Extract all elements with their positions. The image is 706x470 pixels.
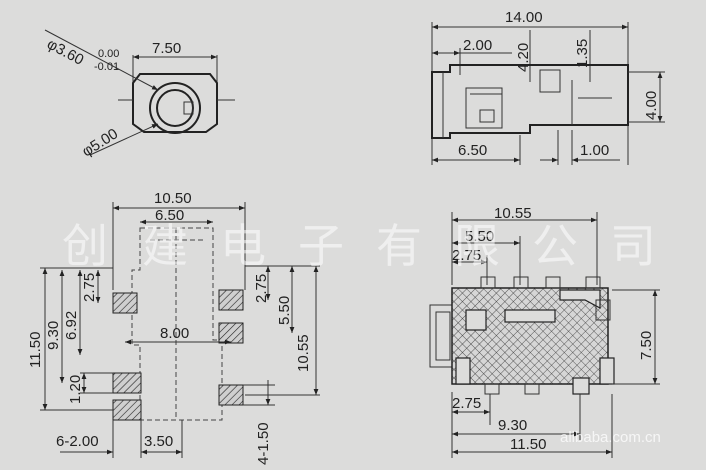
watermark-char-6: 限 xyxy=(454,219,500,273)
pad-bottom-right xyxy=(218,384,244,406)
fp-dim-1055-label: 10.55 xyxy=(295,334,312,372)
fp-dim-350-label: 3.50 xyxy=(144,433,173,450)
top-height-label: 7.50 xyxy=(638,331,655,360)
side-view: 14.00 2.00 4.20 1.35 4.00 6.50 1.00 xyxy=(431,9,665,165)
fp-dim-275-left-label: 2.75 xyxy=(81,273,98,302)
hole-dia-tol-lower: -0.01 xyxy=(94,61,119,73)
side-dim-420-label: 4.20 xyxy=(515,43,532,72)
top-length-label: 10.55 xyxy=(494,205,532,222)
fp-center-label: 8.00 xyxy=(160,325,189,342)
front-view: 7.50 φ3.60 0.00 -0.01 φ5.00 xyxy=(44,29,235,160)
fp-width-label: 10.50 xyxy=(154,190,192,207)
side-dim-100-label: 1.00 xyxy=(580,142,609,159)
top-dim-550-label: 5.50 xyxy=(465,228,494,245)
top-dim-275-top-label: 2.75 xyxy=(452,247,481,264)
watermark-char-1: 创 xyxy=(62,219,108,273)
watermark-char-3: 电 xyxy=(220,219,266,273)
fp-dim-1150-label: 11.50 xyxy=(27,332,44,368)
top-dim-1150-label: 11.50 xyxy=(510,436,546,453)
company-watermark: 创 建 电 子 有 限 公 司 xyxy=(62,219,656,273)
side-dim-650-label: 6.50 xyxy=(458,142,487,159)
fp-dim-930-label: 9.30 xyxy=(45,321,62,350)
side-height-label: 4.00 xyxy=(643,91,660,120)
pad-top-right xyxy=(218,289,244,311)
pad-low-left xyxy=(112,372,142,394)
pad-mid-right xyxy=(218,322,244,344)
outer-dia-label: φ5.00 xyxy=(79,125,121,160)
watermark-char-5: 有 xyxy=(376,219,422,273)
watermark-char-2: 建 xyxy=(142,219,188,273)
top-view: 10.55 5.50 2.75 7.50 xyxy=(429,205,660,458)
watermark-char-8: 司 xyxy=(610,219,656,273)
footprint-view: 10.50 6.50 11.50 9.30 6.92 2.75 1.20 xyxy=(27,190,320,465)
fp-dim-4-150-label: 4-1.50 xyxy=(255,422,272,465)
hole-dia-tol-upper: 0.00 xyxy=(98,48,119,60)
fp-dim-692-label: 6.92 xyxy=(63,311,80,340)
top-dim-275-bottom-label: 2.75 xyxy=(452,395,481,412)
fp-dim-550-label: 5.50 xyxy=(276,296,293,325)
fp-inner-width-label: 6.50 xyxy=(155,207,184,224)
side-dim-135-label: 1.35 xyxy=(574,39,591,68)
fp-dim-275-right-label: 2.75 xyxy=(253,274,270,303)
inner-hole-circle xyxy=(156,89,194,127)
outer-circle xyxy=(149,82,201,134)
side-dim-2-label: 2.00 xyxy=(463,37,492,54)
top-body xyxy=(451,287,609,385)
top-dim-930-label: 9.30 xyxy=(498,417,527,434)
side-length-label: 14.00 xyxy=(505,9,543,26)
front-width-label: 7.50 xyxy=(152,40,181,57)
pad-bottom-left xyxy=(112,399,142,421)
watermark-char-4: 子 xyxy=(298,219,344,273)
fp-pads-spec-label: 6-2.00 xyxy=(56,433,99,450)
site-watermark: alibaba.com.cn xyxy=(560,429,661,446)
pad-top-left xyxy=(112,292,138,314)
watermark-char-7: 公 xyxy=(532,219,578,273)
fp-dim-120-label: 1.20 xyxy=(67,375,84,404)
